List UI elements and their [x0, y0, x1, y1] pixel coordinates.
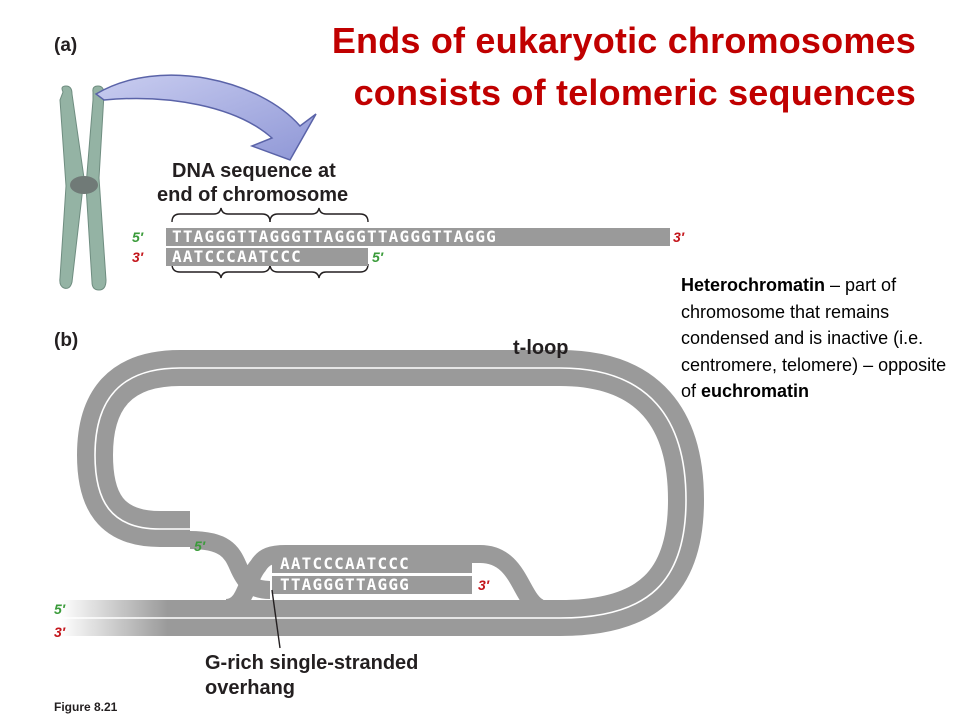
overhang-pointer [271, 589, 281, 649]
top-strand-five-label: 5′ [132, 229, 144, 245]
bottom-strand-sequence: AATCCCAATCCC [172, 247, 302, 266]
top-strand-three-label: 3′ [673, 229, 685, 245]
slide-title-line-2: consists of telomeric sequences [353, 72, 916, 113]
strand-fade [60, 592, 240, 640]
dna-caption-line-1: DNA sequence at [172, 160, 336, 182]
repeat-braces [171, 207, 369, 279]
definition-contrast-term: euchromatin [701, 381, 810, 401]
t-loop-strands [60, 350, 704, 636]
dna-caption-line-2: end of chromosome [157, 184, 349, 206]
overhang-caption-line-2: overhang [205, 677, 296, 699]
bottom-strand-bar [166, 248, 368, 266]
zoom-arrow [94, 74, 317, 161]
top-strand-bar [166, 228, 670, 246]
figure-number: Figure 8.21 [54, 700, 118, 714]
overhang-sequence: TTAGGGTTAGGG [280, 575, 410, 594]
heterochromatin-definition: Heterochromatin – part of chromosome tha… [681, 272, 956, 405]
overhang-strand-bar [272, 576, 472, 594]
bottom-strand-three-label: 3′ [132, 249, 144, 265]
left-five-label: 5′ [54, 601, 66, 617]
displaced-strand-bar [272, 555, 472, 573]
chromosome-illustration [59, 85, 107, 291]
inner-five-label: 5′ [194, 538, 206, 554]
bottom-strand-five-label: 5′ [372, 249, 384, 265]
centromere [70, 176, 98, 194]
t-loop-label: t-loop [513, 337, 569, 359]
overhang-three-label: 3′ [478, 577, 490, 593]
definition-text: – part of chromosome that remains conden… [681, 275, 947, 401]
displaced-sequence: AATCCCAATCCC [280, 554, 410, 573]
definition-term: Heterochromatin [681, 275, 826, 295]
left-three-label: 3′ [54, 624, 66, 640]
top-strand-sequence: TTAGGGTTAGGGTTAGGGTTAGGGTTAGGG [172, 227, 497, 246]
panel-a-label: (a) [54, 35, 78, 56]
slide-title-line-1: Ends of eukaryotic chromosomes [331, 20, 916, 61]
panel-b-label: (b) [54, 330, 79, 351]
overhang-caption-line-1: G-rich single-stranded [205, 652, 419, 674]
